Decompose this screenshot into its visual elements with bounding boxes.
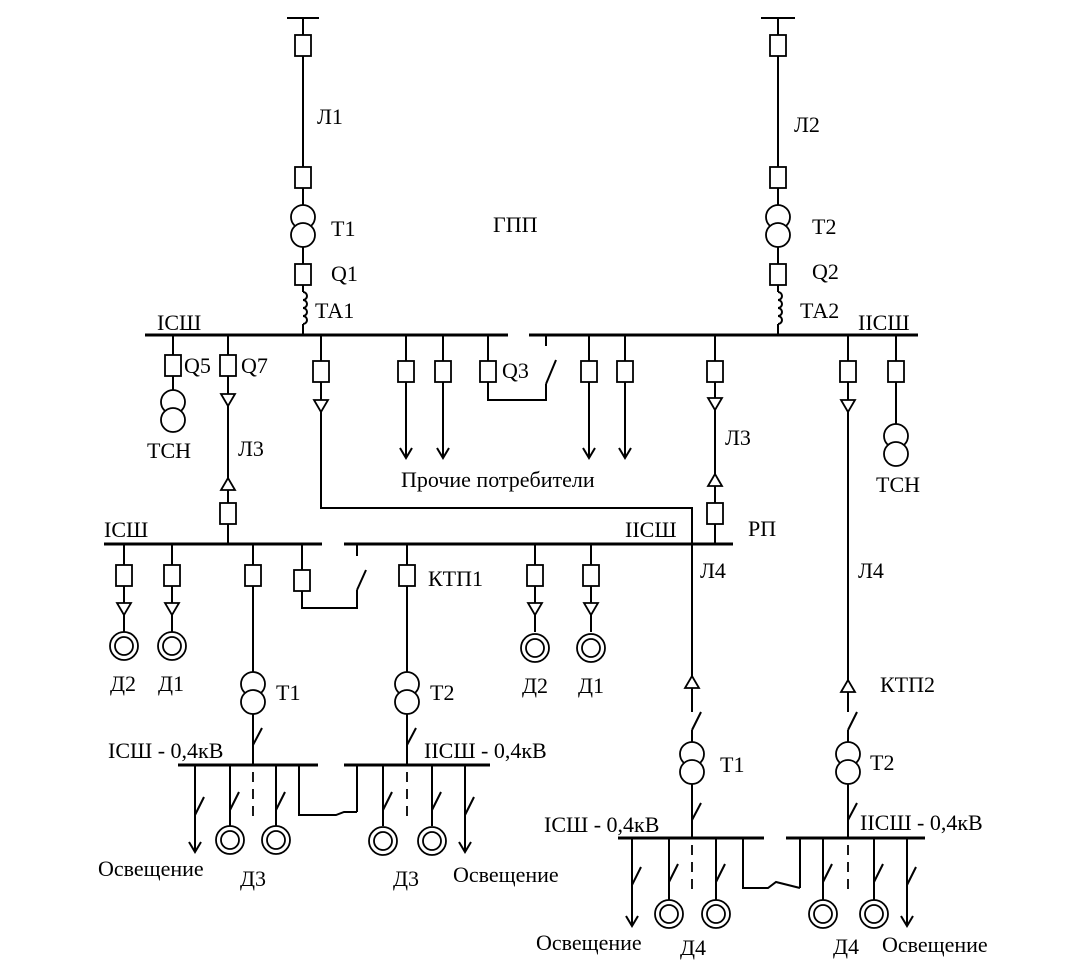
label-q7: Q7 (241, 353, 268, 378)
label-d2-left: Д2 (110, 671, 136, 696)
gpp-other-consumers-right (580, 335, 634, 459)
label-d1-left: Д1 (158, 671, 184, 696)
ktp1-motor-d3-right-a (368, 765, 398, 856)
gpp-feeder-l4-to-ktp2-t1 (312, 335, 693, 676)
incoming-line-l1 (287, 17, 319, 334)
label-ta1: ТА1 (315, 298, 354, 323)
label-rp: РП (748, 516, 776, 541)
rp-motor-feeder-d2-left (109, 544, 139, 661)
label-l4-mid: Л4 (700, 558, 726, 583)
label-l4-right: Л4 (858, 558, 884, 583)
label-t2-ktp1: Т2 (430, 680, 454, 705)
gpp-other-consumers-left (397, 335, 452, 459)
label-l3-left: Л3 (238, 436, 264, 461)
gpp-feeder-tsn-left (160, 335, 186, 433)
label-bus2-rp: IIСШ (625, 517, 677, 542)
label-lighting-1: Освещение (98, 856, 204, 881)
label-d4-left: Д4 (680, 935, 706, 960)
rp-motor-feeder-d1-left (157, 544, 187, 661)
gpp-feeder-l3-right (706, 335, 724, 544)
label-lighting-2: Освещение (453, 862, 559, 887)
label-lighting-4: Освещение (882, 932, 988, 957)
label-l2: Л2 (794, 112, 820, 137)
label-bus2-04-left: IIСШ - 0,4кВ (424, 738, 547, 763)
label-gpp: ГПП (493, 212, 538, 237)
label-t1-top: Т1 (331, 216, 355, 241)
label-t2-ktp2: Т2 (870, 750, 894, 775)
ktp2-motor-d4-left-a (654, 838, 684, 929)
ktp1-motor-d3-right-b (417, 765, 447, 856)
ktp2-bus-coupler (742, 838, 801, 889)
incoming-line-l2 (761, 17, 795, 334)
label-ktp1: КТП1 (428, 566, 483, 591)
ktp2-input-t1 (679, 675, 705, 838)
label-ta2: ТА2 (800, 298, 839, 323)
ktp1-lighting-left (188, 765, 205, 853)
ktp1-motor-d3-left-a (215, 765, 245, 855)
ktp2-motor-d4-right-a (808, 838, 838, 929)
label-q2: Q2 (812, 259, 839, 284)
ktp1-lighting-right (458, 765, 475, 853)
ktp2-motor-d4-right-b (859, 838, 889, 929)
label-bus1-top: IСШ (157, 310, 201, 335)
label-l3-right: Л3 (725, 425, 751, 450)
label-tsn-left: ТСН (147, 438, 191, 463)
ktp1-motor-d3-left-b (261, 765, 291, 855)
label-bus2-top: IIСШ (858, 310, 910, 335)
ktp2-lighting-left (625, 838, 642, 927)
label-t1-ktp2: Т1 (720, 752, 744, 777)
rp-feeder-ktp1-t1 (240, 544, 266, 746)
label-q5: Q5 (184, 353, 211, 378)
rp-sectional-switch (293, 544, 367, 609)
label-q3: Q3 (502, 358, 529, 383)
label-t2-top: Т2 (812, 214, 836, 239)
label-ktp2: КТП2 (880, 672, 935, 697)
gpp-feeder-tsn-right (883, 335, 909, 467)
label-d2-mid: Д2 (522, 673, 548, 698)
label-bus2-04-right: IIСШ - 0,4кВ (860, 810, 983, 835)
label-q1: Q1 (331, 261, 358, 286)
label-d1-mid: Д1 (578, 673, 604, 698)
ktp2-lighting-right (900, 838, 917, 927)
label-bus1-04-left: IСШ - 0,4кВ (108, 738, 223, 763)
ktp2-input-t2 (835, 679, 861, 838)
label-d4-right: Д4 (833, 934, 859, 959)
ktp2-motor-d4-left-b (701, 838, 731, 929)
label-lighting-3: Освещение (536, 930, 642, 955)
label-t1-ktp1: Т1 (276, 680, 300, 705)
label-bus1-rp: IСШ (104, 517, 148, 542)
label-other-consumers: Прочие потребители (401, 467, 595, 492)
gpp-sectional-switch-q3 (479, 335, 557, 401)
label-tsn-right: ТСН (876, 472, 920, 497)
rp-motor-feeder-d1-mid (576, 544, 606, 663)
label-d3-right: Д3 (393, 866, 419, 891)
label-l1: Л1 (317, 104, 343, 129)
label-d3-left: Д3 (240, 866, 266, 891)
ktp1-bus-coupler (298, 765, 358, 816)
gpp-feeder-l4-right (839, 335, 857, 680)
rp-feeder-ktp1-t2 (394, 544, 420, 746)
rp-motor-feeder-d2-mid (520, 544, 550, 663)
gpp-feeder-q7-l3 (219, 335, 237, 544)
label-bus1-04-right: IСШ - 0,4кВ (544, 812, 659, 837)
